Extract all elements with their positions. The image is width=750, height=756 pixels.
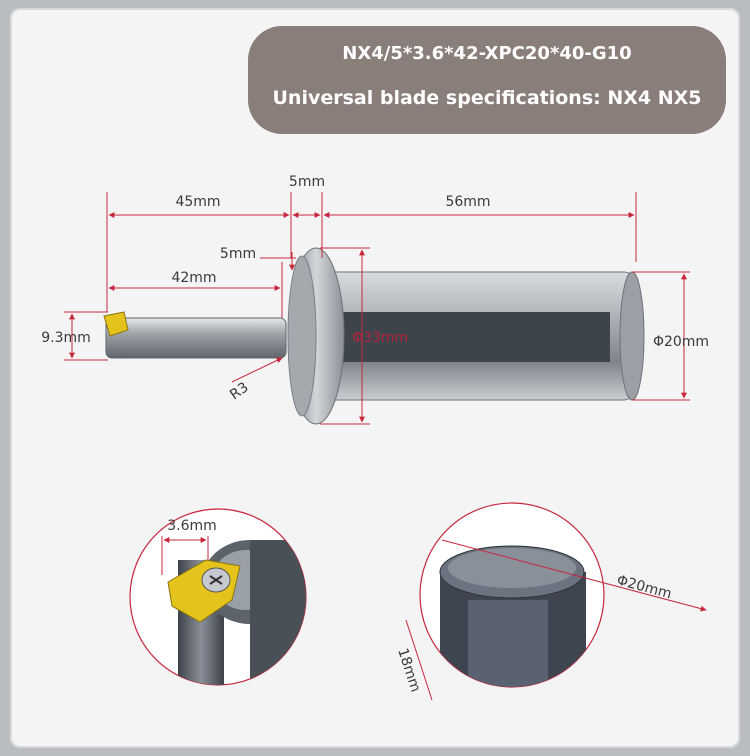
- insert-detail: [129, 508, 307, 686]
- dim-phi20mm: Φ20mm: [653, 334, 709, 350]
- dim-45mm: 45mm: [175, 194, 220, 210]
- dim-18mm: 18mm: [394, 646, 423, 694]
- spec-banner: NX4/5*3.6*42-XPC20*40-G10 Universal blad…: [248, 26, 726, 134]
- dim-5mm-small: 5mm: [220, 246, 256, 262]
- dim-r3: R3: [227, 379, 251, 403]
- dim-3-6mm: 3.6mm: [167, 518, 217, 534]
- dim-5mm-top: 5mm: [289, 174, 325, 190]
- dim-phi33mm: Φ33mm: [352, 330, 408, 346]
- dimension-lines: [64, 192, 690, 425]
- model-code: NX4/5*3.6*42-XPC20*40-G10: [342, 43, 632, 64]
- dim-56mm: 56mm: [445, 194, 490, 210]
- shank-end-detail: [405, 502, 707, 701]
- dim-phi20mm-detail: Φ20mm: [615, 572, 673, 602]
- dim-42mm: 42mm: [171, 270, 216, 286]
- blade-spec: Universal blade specifications: NX4 NX5: [272, 87, 702, 109]
- dim-9-3mm: 9.3mm: [41, 330, 91, 346]
- tool-body: [103, 247, 645, 425]
